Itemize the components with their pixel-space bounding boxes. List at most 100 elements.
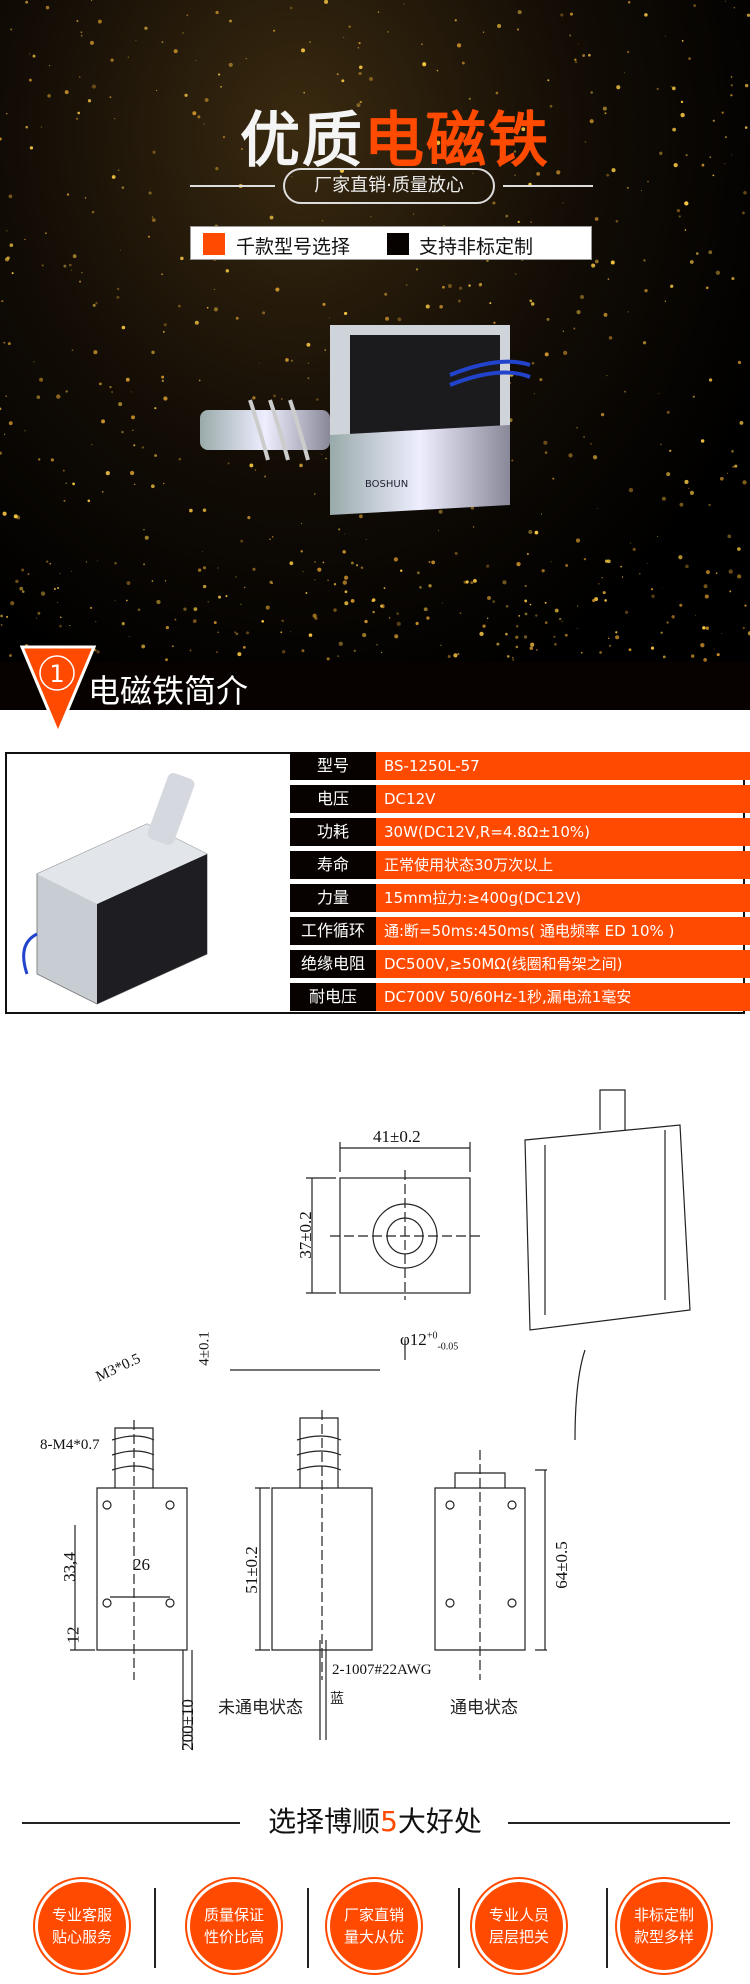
dim-body: 51±0.2 — [241, 1546, 261, 1594]
sparkle — [24, 430, 26, 432]
sparkle — [370, 216, 372, 218]
sparkle — [544, 352, 549, 357]
sparkle — [607, 559, 611, 564]
sparkle — [78, 76, 81, 78]
sparkle — [487, 596, 491, 600]
sparkle — [307, 377, 310, 380]
sparkle — [592, 455, 598, 460]
sparkle — [237, 652, 242, 657]
benefit-line-2: 性价比高 — [203, 1928, 264, 1946]
sparkle — [568, 453, 573, 458]
sparkle — [719, 476, 724, 481]
sparkle — [78, 280, 82, 283]
sparkle — [76, 20, 79, 22]
sparkle — [258, 362, 260, 364]
benefit-divider — [458, 1888, 460, 1968]
sparkle — [580, 295, 585, 300]
sparkle — [97, 19, 102, 24]
sparkle — [630, 542, 632, 544]
state-off-label: 未通电状态 — [218, 1698, 303, 1718]
sparkle — [214, 288, 216, 290]
sparkle — [312, 613, 317, 618]
sparkle — [161, 273, 164, 276]
sparkle — [217, 631, 220, 634]
sparkle — [151, 216, 154, 218]
sparkle — [114, 118, 116, 120]
sparkle — [19, 586, 24, 591]
sparkle — [584, 141, 587, 143]
sparkle — [358, 71, 362, 76]
sparkle — [343, 36, 345, 38]
sparkle — [137, 608, 141, 612]
sparkle — [435, 140, 441, 145]
dim-offset: 12 — [63, 1626, 83, 1644]
sparkle — [372, 610, 375, 614]
sparkle — [89, 40, 94, 45]
sparkle — [415, 621, 419, 626]
sparkle — [575, 538, 581, 543]
sparkle — [733, 6, 736, 9]
sparkle — [217, 567, 219, 569]
sparkle — [505, 214, 509, 218]
sparkle — [161, 379, 164, 383]
sparkle — [396, 621, 401, 626]
sparkle — [730, 76, 733, 78]
sparkle — [350, 561, 354, 565]
sparkle — [235, 632, 239, 636]
sparkle — [202, 508, 207, 513]
sparkle — [152, 150, 156, 154]
sparkle — [280, 631, 283, 634]
sparkle — [333, 608, 337, 612]
sparkle — [321, 454, 323, 456]
sparkle — [604, 599, 607, 602]
sparkle — [111, 391, 113, 393]
sparkle — [6, 256, 10, 260]
sparkle — [204, 98, 209, 102]
sparkle — [415, 268, 419, 271]
sparkle — [513, 150, 517, 153]
sparkle — [661, 496, 666, 501]
sparkle — [314, 561, 316, 564]
sparkle — [671, 86, 676, 91]
sparkle — [95, 621, 97, 623]
sparkle — [439, 304, 443, 309]
sparkle — [195, 59, 197, 61]
sparkle — [91, 84, 97, 89]
sparkle — [562, 330, 564, 332]
sparkle — [192, 111, 197, 116]
sparkle — [281, 619, 285, 623]
svg-text:1: 1 — [49, 660, 64, 688]
sparkle — [549, 104, 553, 108]
sparkle — [560, 13, 564, 17]
sparkle — [91, 210, 95, 214]
dim-lead-length: 200±10 — [177, 1699, 197, 1751]
sparkle — [582, 54, 586, 57]
sparkle — [90, 443, 93, 446]
sparkle — [505, 604, 509, 608]
sparkle — [391, 154, 394, 157]
dim-height: 37±0.2 — [295, 1211, 315, 1259]
sparkle — [544, 601, 547, 604]
sparkle — [615, 220, 619, 223]
sparkle — [734, 464, 738, 468]
sparkle — [50, 458, 55, 462]
sparkle — [344, 311, 348, 316]
spec-value: DC12V — [376, 785, 750, 813]
sparkle — [627, 0, 631, 4]
sparkle — [547, 79, 550, 82]
section-number-badge: 1 — [20, 645, 96, 735]
sparkle — [624, 390, 626, 393]
sparkle — [511, 459, 514, 462]
sparkle — [130, 391, 132, 393]
sparkle — [528, 109, 533, 114]
sparkle — [397, 317, 402, 322]
sparkle — [321, 220, 324, 222]
sparkle — [308, 633, 313, 637]
sparkle — [704, 594, 709, 599]
sparkle — [384, 292, 388, 296]
sparkle — [737, 574, 742, 579]
sparkle — [660, 443, 662, 446]
sparkle — [227, 462, 230, 465]
sparkle — [602, 591, 606, 595]
sparkle — [151, 350, 155, 355]
